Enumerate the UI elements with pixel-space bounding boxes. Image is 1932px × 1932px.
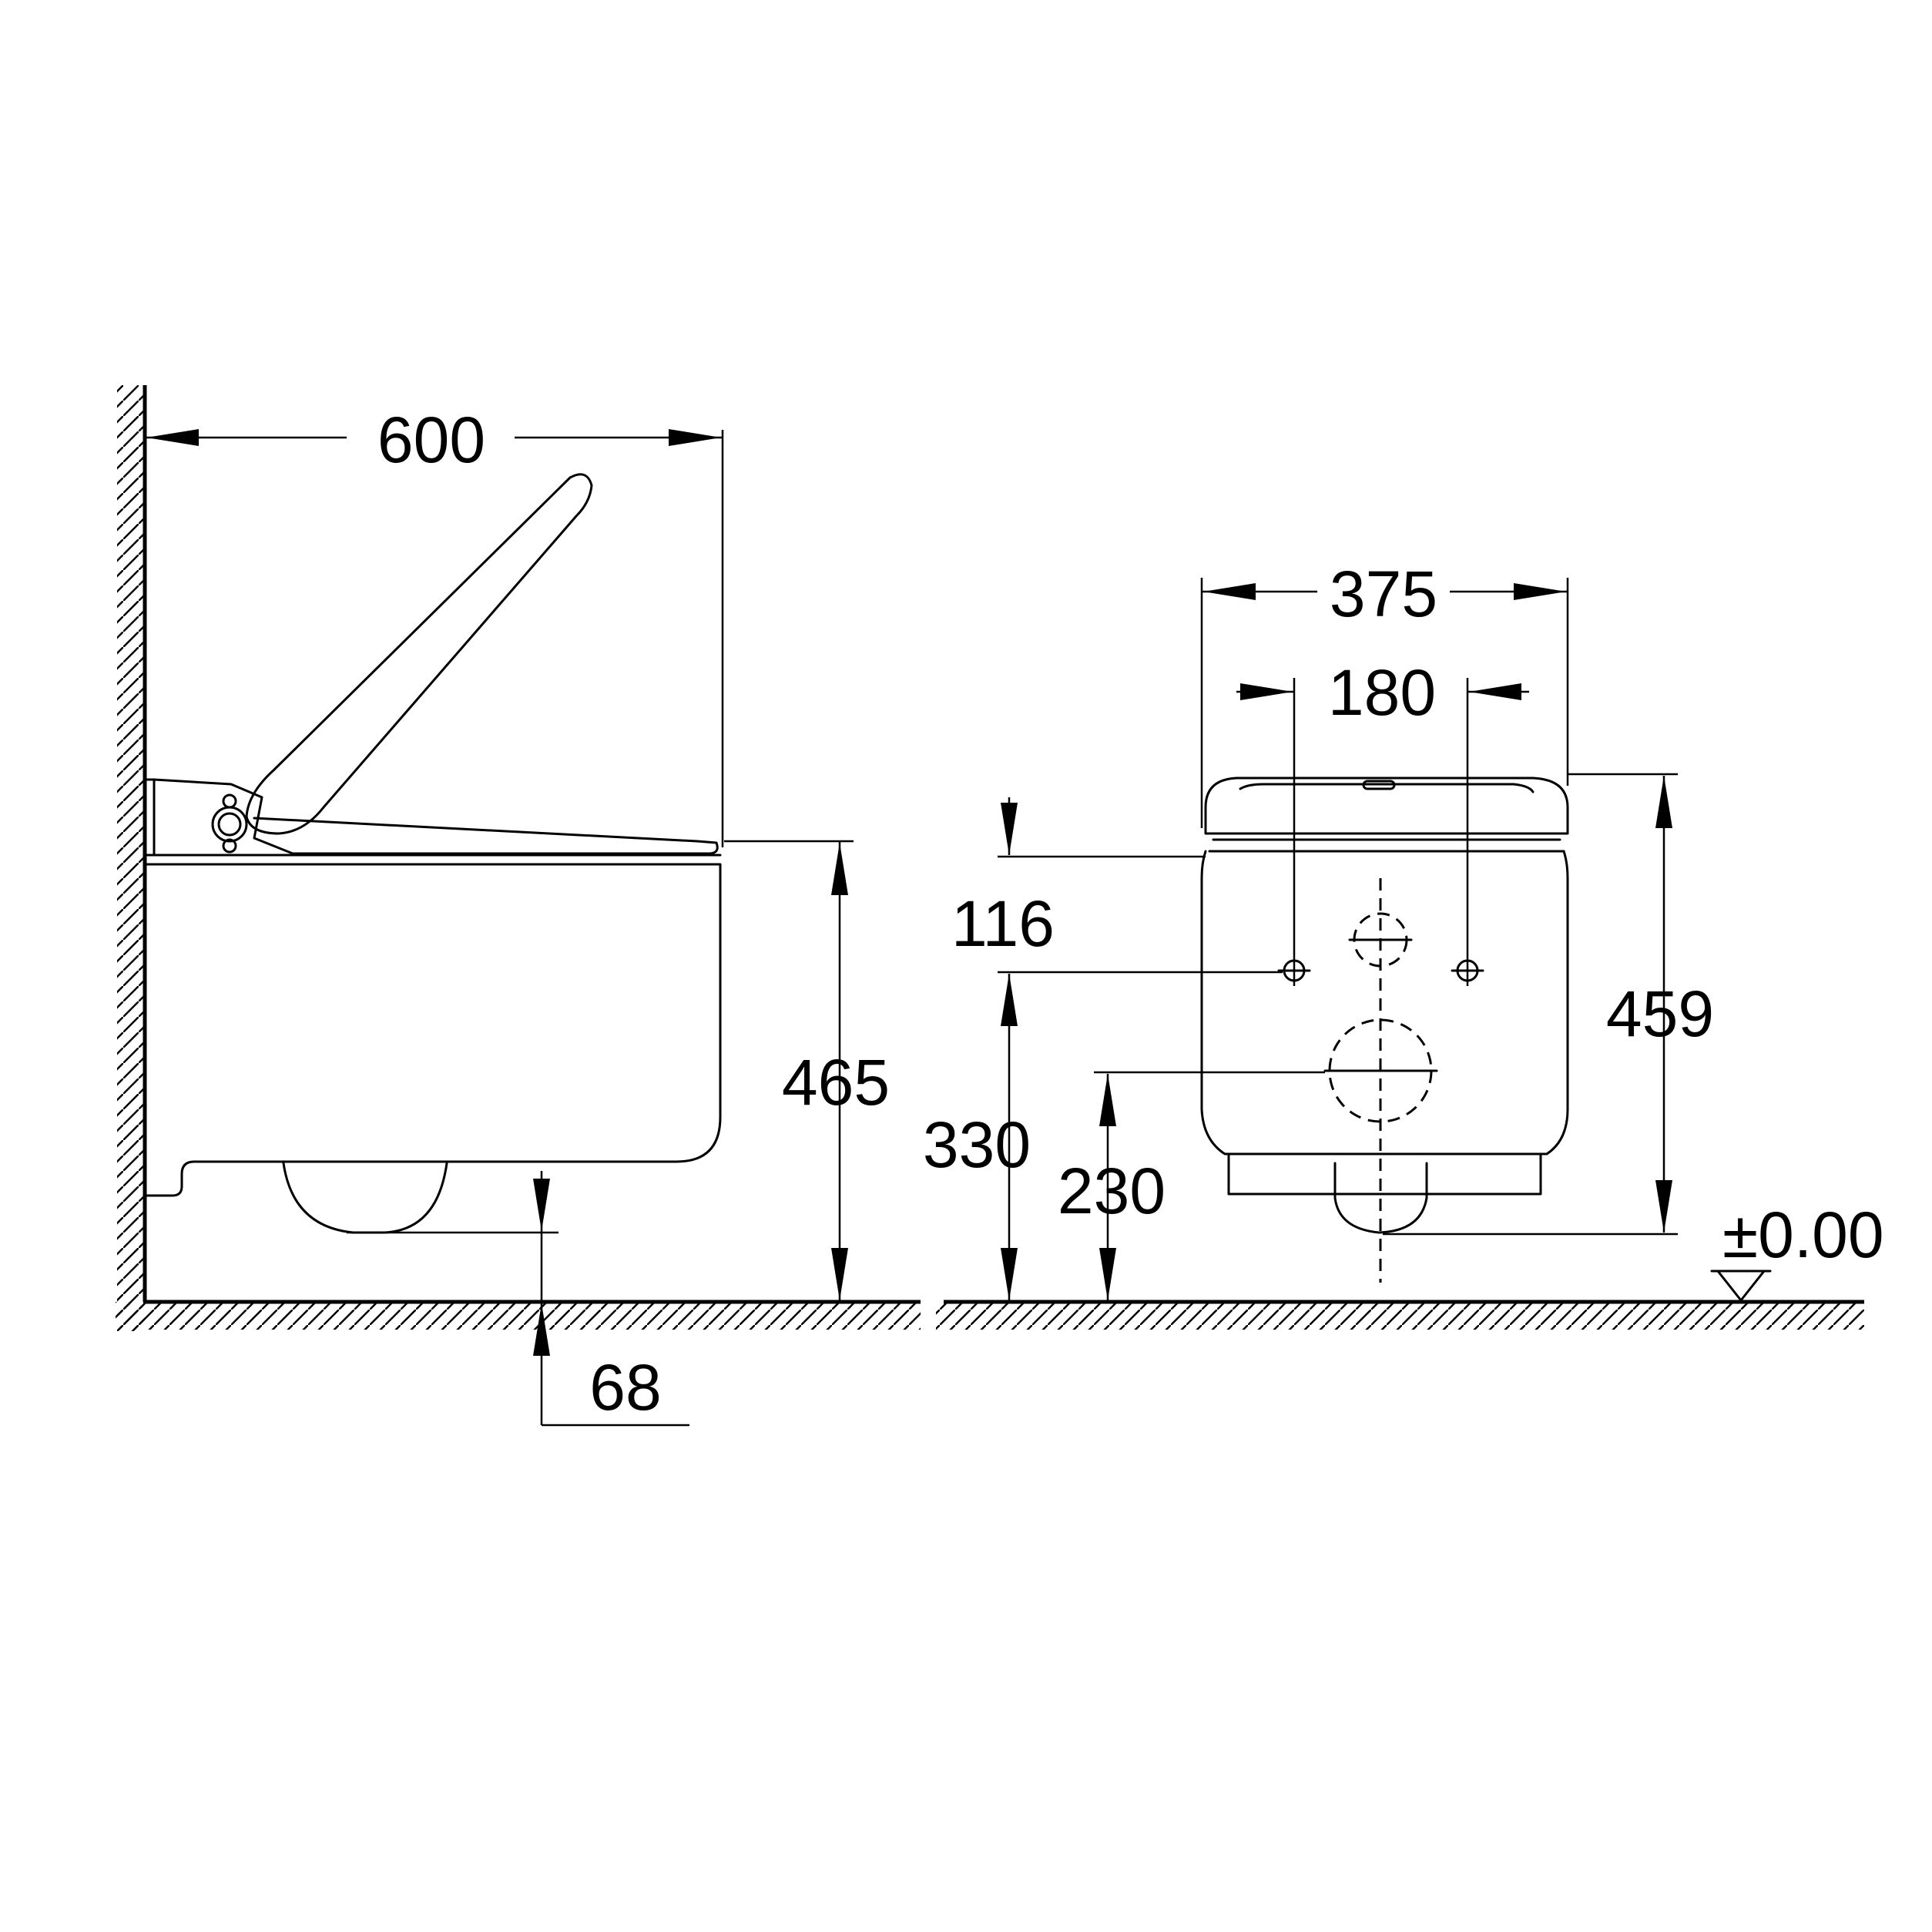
floor-level-marker: ±0.00 [1710, 1199, 1884, 1302]
label-600: 600 [377, 404, 485, 476]
outlet [1333, 1162, 1428, 1234]
floor-right-hatching [936, 1300, 1864, 1330]
toilet-body-front [1200, 850, 1569, 1156]
lid-open [245, 473, 593, 835]
dimension-330: 330 [923, 1109, 1031, 1300]
seat-lid-front [1204, 776, 1569, 835]
label-230: 230 [1058, 1155, 1166, 1227]
label-116: 116 [951, 887, 1055, 960]
label-459: 459 [1606, 978, 1714, 1050]
hinge-icon [211, 793, 248, 854]
dimension-465: 465 [724, 840, 890, 1302]
wall-hatching [117, 385, 147, 1331]
label-180: 180 [1328, 656, 1436, 729]
label-68: 68 [589, 1351, 661, 1424]
label-465: 465 [782, 1046, 890, 1119]
dimension-375: 375 [1200, 558, 1569, 828]
toilet-body-side [145, 863, 722, 1197]
label-floor-level: ±0.00 [1722, 1199, 1884, 1271]
dimension-600: 600 [145, 404, 724, 847]
dimension-68: 68 [533, 1171, 689, 1427]
dimension-116: 116 [951, 797, 1283, 1302]
lid-button [1362, 780, 1396, 790]
label-375: 375 [1330, 558, 1437, 630]
label-330: 330 [923, 1109, 1031, 1181]
seat-side [153, 778, 719, 855]
dimension-459: 459 [1383, 773, 1714, 1236]
dimension-230: 230 [1058, 1071, 1325, 1302]
dimension-180: 180 [1236, 656, 1529, 986]
bowl-underside [282, 1162, 448, 1234]
front-view: 375 180 116 330 [923, 558, 1884, 1330]
side-view: 600 465 68 [116, 385, 921, 1427]
floor-left-hatching [116, 1300, 921, 1330]
